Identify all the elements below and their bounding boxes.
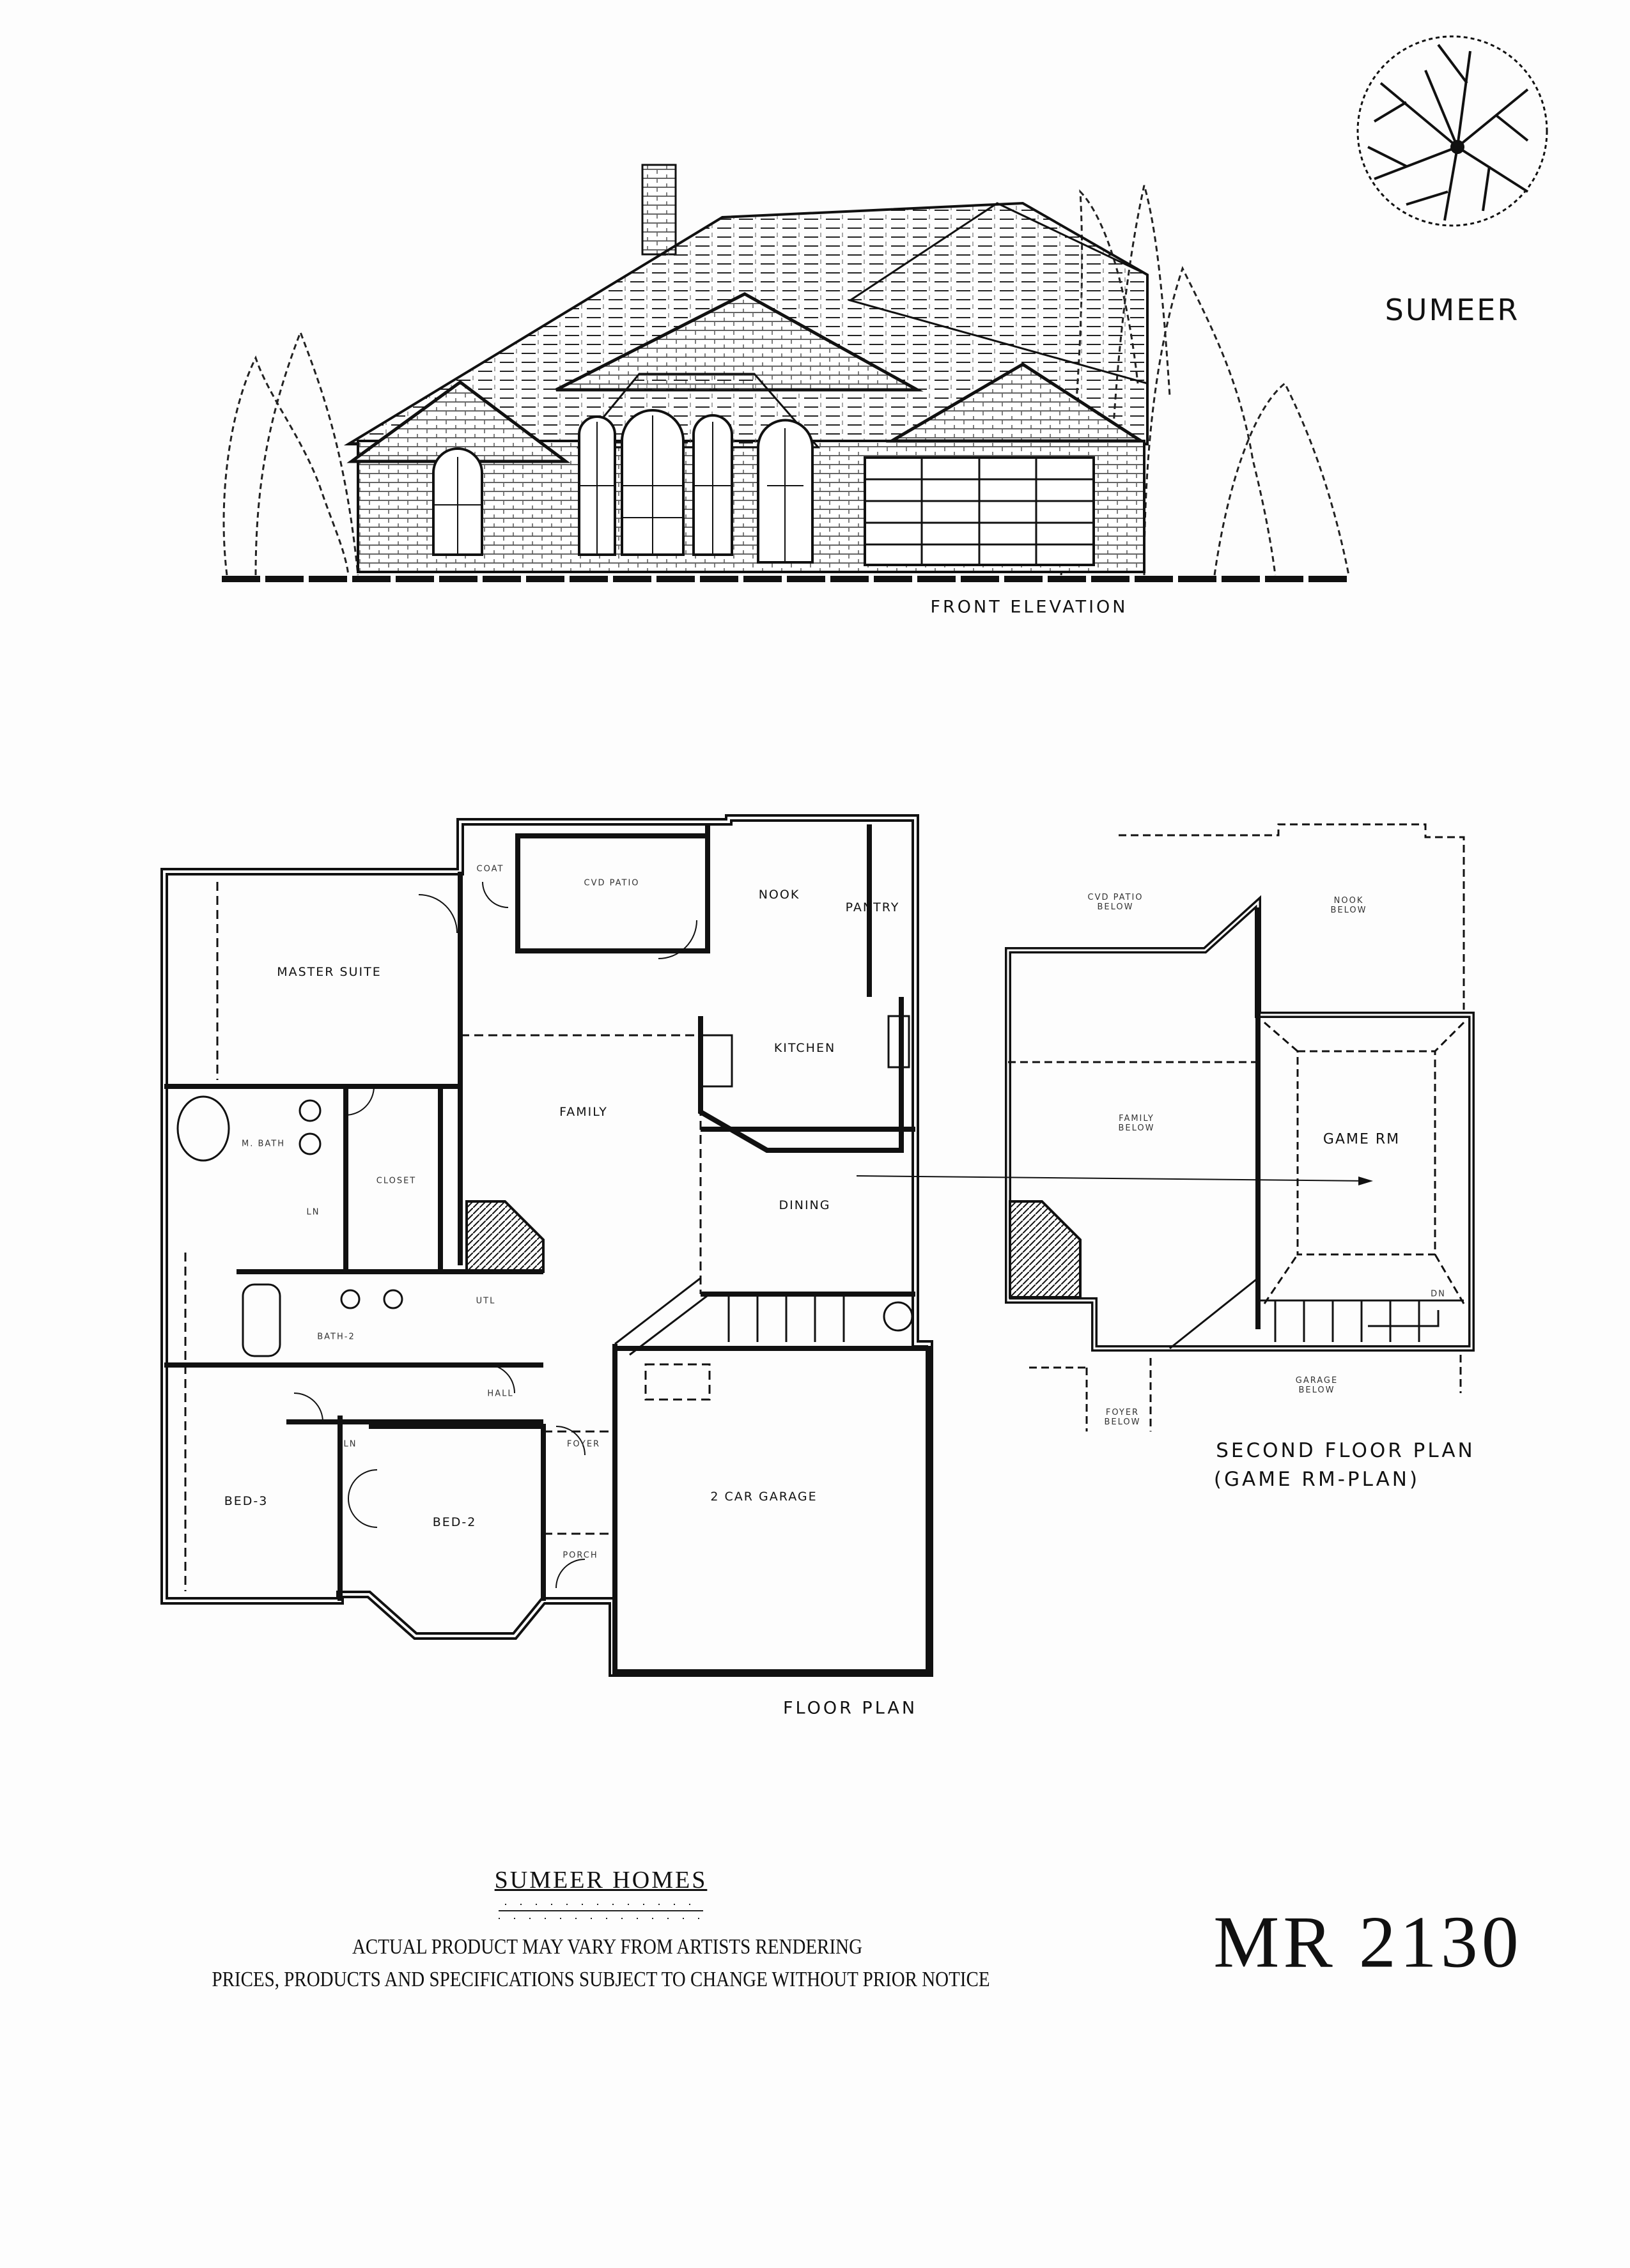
room-linen-2: LN bbox=[343, 1439, 357, 1449]
front-elevation bbox=[222, 164, 1351, 582]
room-pantry: PANTRY bbox=[845, 900, 900, 914]
model-number: MR 2130 bbox=[1213, 1901, 1523, 1984]
room-m-bath: M. BATH bbox=[242, 1139, 285, 1149]
decorative-border bbox=[499, 1904, 703, 1919]
tree-icon bbox=[1356, 35, 1548, 227]
second-floor-caption: SECOND FLOOR PLAN bbox=[1216, 1439, 1475, 1462]
logo-text: SUMEER bbox=[1385, 293, 1520, 327]
room-closet: CLOSET bbox=[376, 1176, 417, 1186]
disclaimer-line-2: PRICES, PRODUCTS AND SPECIFICATIONS SUBJ… bbox=[212, 1968, 990, 1991]
room-porch: PORCH bbox=[563, 1550, 598, 1561]
below-note: BELOW bbox=[1298, 1385, 1335, 1395]
below-note: BELOW bbox=[1118, 1123, 1155, 1133]
floor-plan-caption: FLOOR PLAN bbox=[782, 1698, 918, 1718]
room-name: CVD PATIO bbox=[1087, 893, 1144, 902]
front-elevation-caption: FRONT ELEVATION bbox=[930, 597, 1128, 617]
room-2-car-garage: 2 CAR GARAGE bbox=[710, 1490, 818, 1504]
room-kitchen: KITCHEN bbox=[773, 1041, 836, 1055]
below-note: BELOW bbox=[1330, 906, 1367, 915]
company-name: SUMEER HOMES bbox=[494, 1867, 708, 1894]
room-coat: COAT bbox=[476, 864, 504, 874]
room-name: NOOK bbox=[1333, 896, 1364, 906]
room-bed-3: BED-3 bbox=[224, 1494, 268, 1508]
below-note: BELOW bbox=[1097, 902, 1134, 912]
room-name: FAMILY bbox=[1119, 1114, 1154, 1123]
room-linen-1: LN bbox=[306, 1207, 320, 1217]
room-bath-2: BATH-2 bbox=[317, 1332, 355, 1342]
room-hall: HALL bbox=[487, 1389, 514, 1399]
second-floor-plan bbox=[856, 823, 1475, 1431]
room-master-suite: MASTER SUITE bbox=[277, 965, 382, 979]
room-foyer: FOYER bbox=[566, 1439, 601, 1449]
room-dining: DINING bbox=[779, 1198, 831, 1212]
room-game-rm: GAME RM bbox=[1323, 1131, 1401, 1148]
disclaimer-line-1: ACTUAL PRODUCT MAY VARY FROM ARTISTS REN… bbox=[352, 1935, 863, 1959]
room-name: GARAGE bbox=[1295, 1376, 1339, 1385]
room-bed-2: BED-2 bbox=[432, 1515, 477, 1529]
room-nook: NOOK bbox=[758, 888, 800, 902]
room-family: FAMILY bbox=[559, 1105, 608, 1119]
stair-down-label: DN bbox=[1431, 1289, 1446, 1299]
second-floor-subcaption: (GAME RM-PLAN) bbox=[1213, 1468, 1420, 1491]
room-name: FOYER bbox=[1105, 1408, 1140, 1417]
below-note: BELOW bbox=[1104, 1417, 1141, 1427]
first-floor-plan bbox=[160, 814, 933, 1677]
room-utility: UTL bbox=[476, 1296, 496, 1306]
room-cvd-patio: CVD PATIO bbox=[584, 878, 640, 888]
